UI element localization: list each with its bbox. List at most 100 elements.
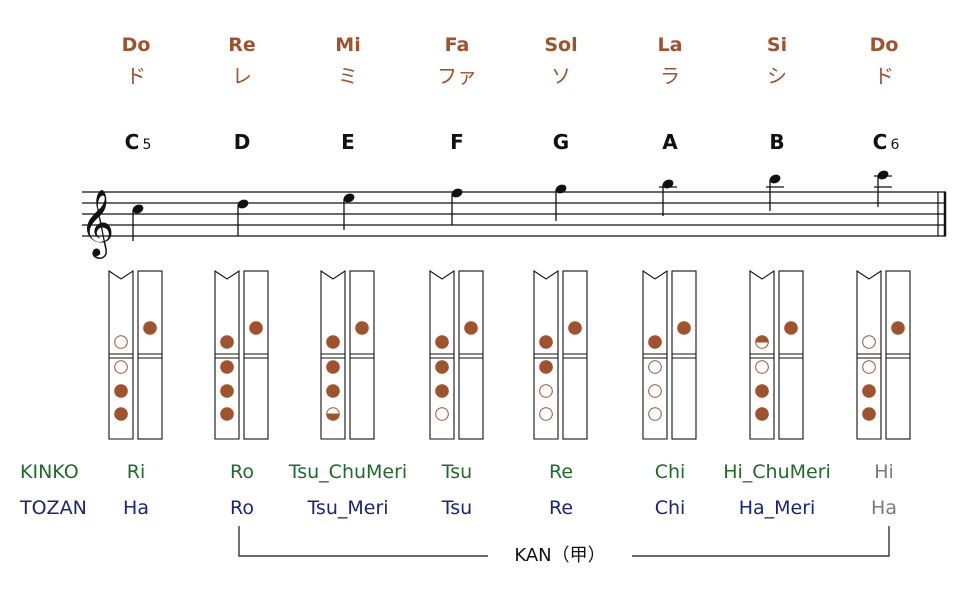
- hole-open: [648, 384, 662, 398]
- hole-closed: [568, 321, 582, 335]
- kinko-fingering-name: Tsu_ChuMeri: [288, 461, 407, 483]
- note-name: B: [769, 130, 784, 154]
- kinko-fingering-name: Hi_ChuMeri: [723, 461, 831, 483]
- hole-closed: [755, 384, 769, 398]
- hole-closed: [326, 335, 340, 349]
- hole-open: [648, 360, 662, 374]
- hole-half: [755, 335, 769, 349]
- hole-closed: [862, 384, 876, 398]
- octave-number: 5: [143, 137, 152, 153]
- hole-closed: [464, 321, 478, 335]
- hole-open: [862, 335, 876, 349]
- front-tube: [749, 269, 775, 440]
- tozan-fingering-name: Ha_Meri: [739, 497, 816, 519]
- solfege-label: Do: [870, 34, 899, 56]
- kan-label: KAN（甲）: [514, 545, 605, 566]
- front-tube: [108, 269, 134, 440]
- fingering-diagram: [749, 269, 804, 440]
- kan-bracket-right: [632, 526, 890, 557]
- hole-closed: [143, 321, 157, 335]
- notehead: [555, 184, 567, 194]
- tozan-fingering-name: Ha: [123, 497, 149, 519]
- note-name: C: [873, 130, 888, 154]
- tozan-row-label: TOZAN: [19, 497, 87, 519]
- solfege-label: Mi: [335, 34, 360, 56]
- fingering-diagram: [214, 269, 269, 440]
- back-tube: [458, 270, 484, 440]
- kan-bracket-left: [238, 526, 488, 557]
- fingering-diagram: [108, 269, 163, 440]
- front-tube: [533, 269, 559, 440]
- back-tube: [137, 270, 163, 440]
- fingering-diagrams: [108, 269, 911, 440]
- kana-label: ソ: [551, 64, 571, 88]
- hole-closed: [220, 360, 234, 374]
- hole-closed: [435, 335, 449, 349]
- hole-open: [539, 384, 553, 398]
- notehead: [769, 174, 781, 184]
- solfege-label: Si: [767, 34, 787, 56]
- hole-closed: [355, 321, 369, 335]
- hole-closed: [435, 360, 449, 374]
- notehead: [451, 188, 463, 198]
- kinko-fingering-name: Chi: [655, 461, 686, 483]
- hole-closed: [539, 335, 553, 349]
- kinko-fingering-name: Tsu: [441, 461, 472, 483]
- kinko-fingering-name: Re: [549, 461, 573, 483]
- hole-closed: [677, 321, 691, 335]
- fingering-diagram: [642, 269, 697, 440]
- hole-closed: [539, 360, 553, 374]
- fingering-diagram: [533, 269, 588, 440]
- back-tube: [885, 270, 911, 440]
- hole-open: [539, 407, 553, 421]
- kinko-fingering-name: Ri: [127, 461, 145, 483]
- tozan-fingering-name: Chi: [655, 497, 686, 519]
- hole-closed: [326, 384, 340, 398]
- hole-open: [862, 360, 876, 374]
- solfege-label: Do: [122, 34, 151, 56]
- kana-label: ド: [126, 64, 146, 88]
- hole-closed: [648, 335, 662, 349]
- hole-open: [435, 407, 449, 421]
- solfege-label: Sol: [544, 34, 577, 56]
- solfege-label: Re: [228, 34, 256, 56]
- tozan-fingering-name: Tsu: [441, 497, 472, 519]
- back-tube: [671, 270, 697, 440]
- kana-label: シ: [767, 64, 787, 88]
- hole-closed: [435, 384, 449, 398]
- back-tube: [778, 270, 804, 440]
- kan-bracket: KAN（甲）: [238, 526, 890, 566]
- tozan-fingering-name: Ha: [871, 497, 897, 519]
- front-tube: [214, 269, 240, 440]
- tozan-fingering-name: Re: [549, 497, 573, 519]
- kana-label: ミ: [338, 64, 358, 88]
- notehead: [132, 204, 144, 214]
- back-tube: [349, 270, 375, 440]
- fingering-diagram: [429, 269, 484, 440]
- kinko-fingering-name: Hi: [874, 461, 894, 483]
- note-name: F: [450, 130, 464, 154]
- note-name: D: [234, 130, 251, 154]
- fingering-diagram: [856, 269, 911, 440]
- note-name: A: [662, 130, 678, 154]
- hole-half-fill: [326, 414, 340, 421]
- back-tube: [562, 270, 588, 440]
- tozan-fingering-name: Tsu_Meri: [306, 497, 388, 519]
- kinko-row-label: KINKO: [20, 461, 79, 483]
- hole-closed: [249, 321, 263, 335]
- tozan-fingering-name: Ro: [230, 497, 254, 519]
- hole-closed: [862, 407, 876, 421]
- solfege-label: La: [658, 34, 683, 56]
- hole-closed: [220, 335, 234, 349]
- hole-closed: [114, 384, 128, 398]
- hole-open: [755, 360, 769, 374]
- hole-closed: [220, 407, 234, 421]
- hole-open: [114, 335, 128, 349]
- kana-label: ラ: [660, 64, 680, 88]
- back-tube: [243, 270, 269, 440]
- notes-layer: [132, 170, 892, 241]
- notehead: [343, 193, 355, 203]
- front-tube: [429, 269, 455, 440]
